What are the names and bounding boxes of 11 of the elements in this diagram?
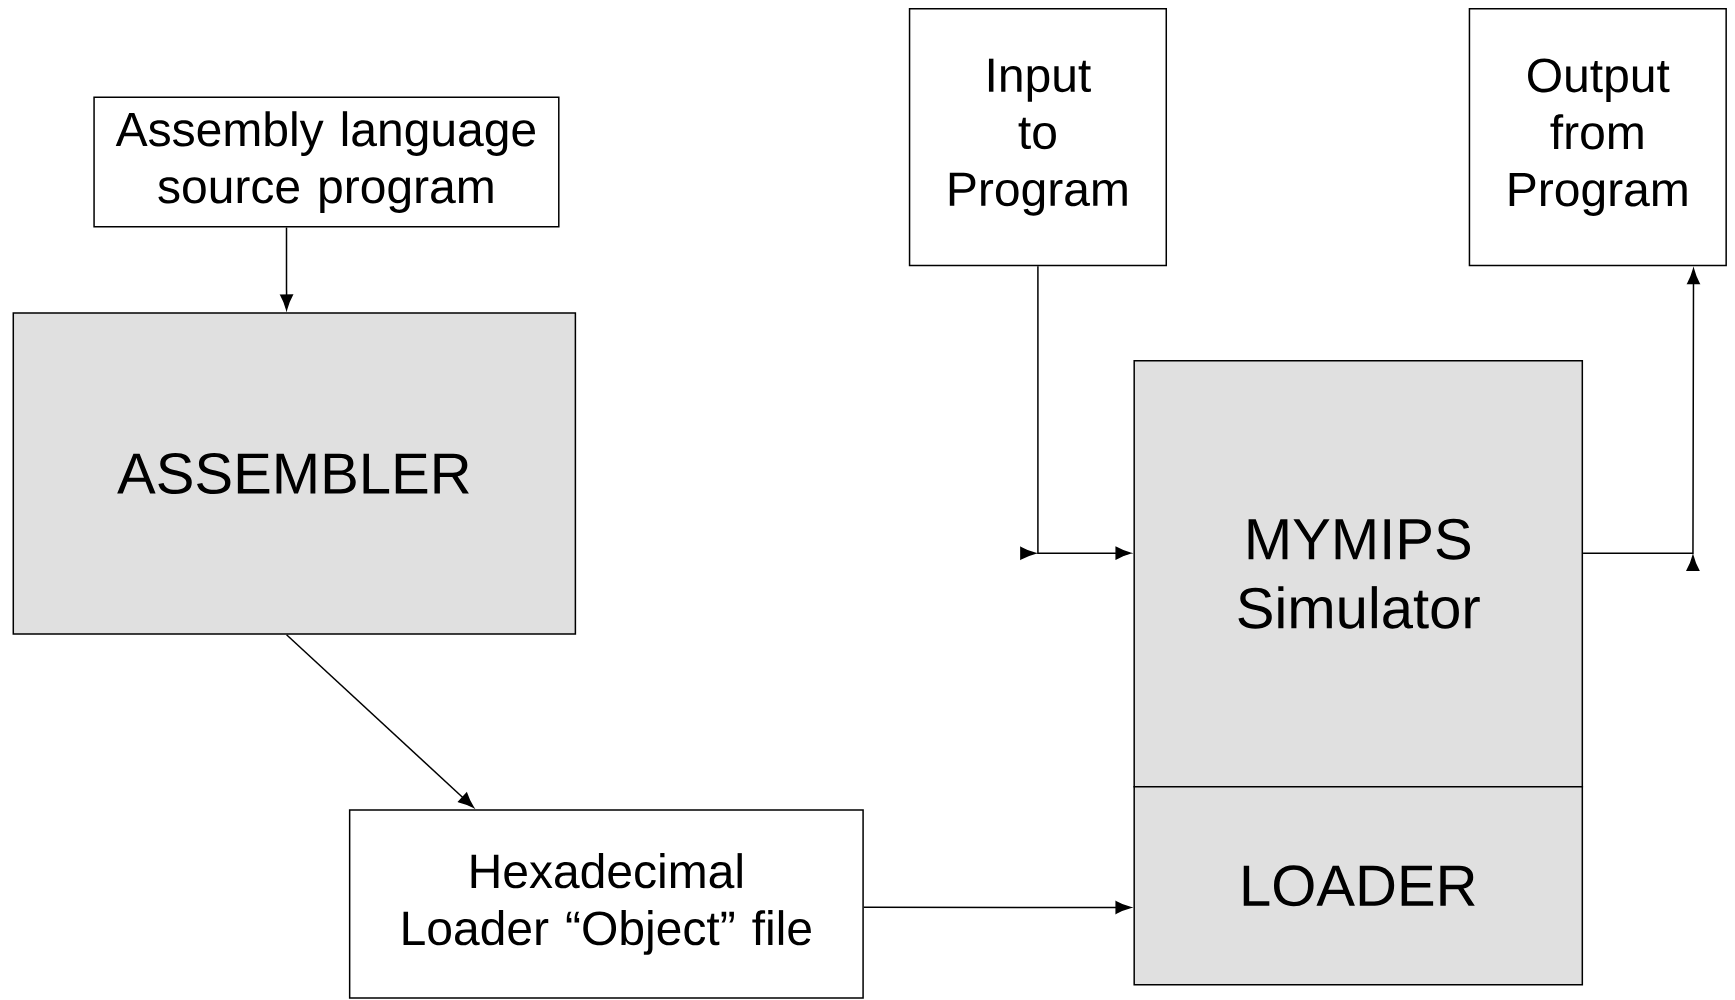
arrow — [1020, 265, 1132, 560]
arrow — [863, 901, 1132, 914]
process-box: LOADER — [1133, 785, 1584, 986]
text-box: Output from Program — [1468, 8, 1727, 267]
process-box: ASSEMBLER — [12, 312, 577, 635]
arrow — [285, 634, 474, 808]
arrow — [1582, 268, 1700, 571]
text-box: Hexadecimal Loader “Object” file — [348, 809, 864, 999]
text-box: Assembly language source program — [93, 96, 560, 228]
arrow — [280, 226, 293, 311]
text-box: Input to Program — [908, 8, 1167, 267]
